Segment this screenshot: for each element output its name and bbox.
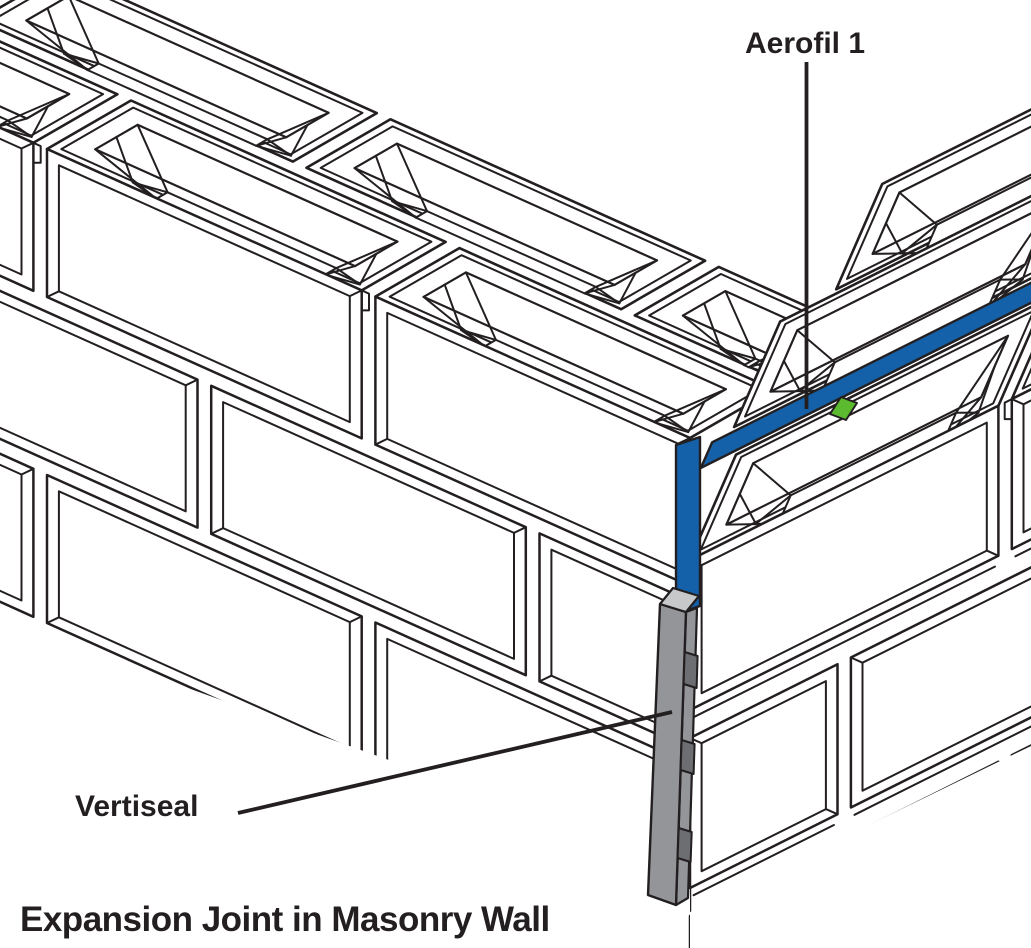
label-vertiseal: Vertiseal xyxy=(75,790,198,823)
aerofil-strip xyxy=(699,281,1031,470)
aerofil-vertical xyxy=(674,435,702,616)
left-wall-top-front xyxy=(0,40,776,440)
vertiseal-strip xyxy=(646,586,701,907)
vertiseal-leader-line xyxy=(237,710,673,815)
left-wall-face xyxy=(0,126,692,914)
label-aerofil: Aerofil 1 xyxy=(745,27,865,60)
left-wall-fade xyxy=(0,620,690,948)
diagram-title: Expansion Joint in Masonry Wall xyxy=(20,900,550,939)
annotations: Aerofil 1 Vertiseal Expansion Joint in M… xyxy=(20,27,865,939)
right-wall-fade xyxy=(690,745,1031,948)
left-wall-top-back xyxy=(0,0,871,385)
right-wall-top-upper xyxy=(834,108,1031,291)
green-filler xyxy=(829,396,858,421)
